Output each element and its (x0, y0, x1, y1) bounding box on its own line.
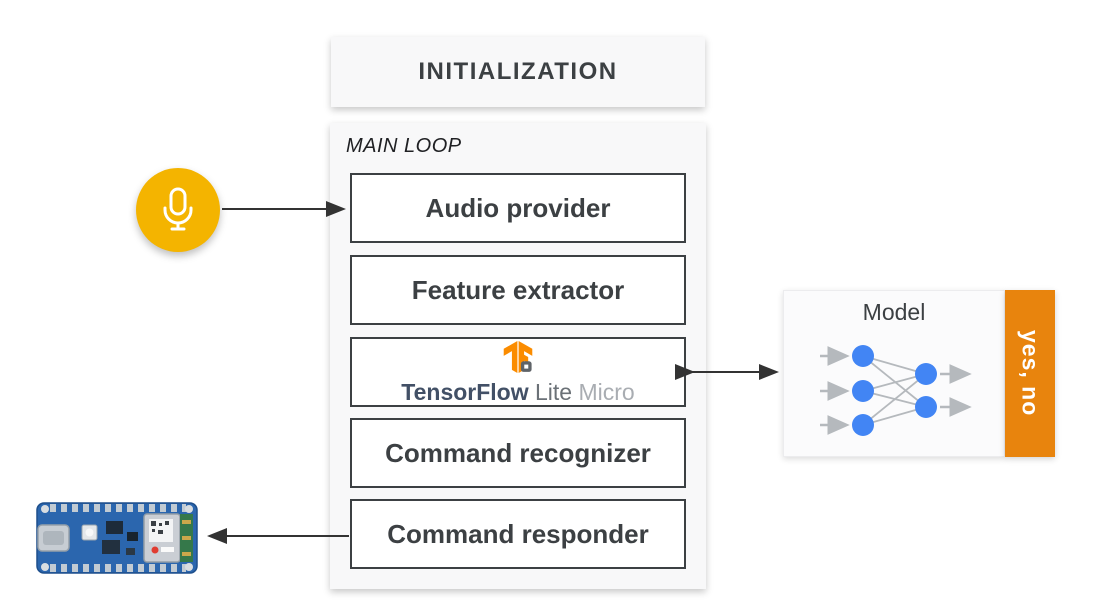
chip-icon (520, 360, 532, 372)
flow-box-tensorflow-lite-micro: TensorFlow Lite Micro (350, 337, 686, 407)
flow-box-audio-provider: Audio provider (350, 173, 686, 243)
command-recognizer-label: Command recognizer (385, 437, 651, 468)
command-responder-label: Command responder (387, 518, 649, 549)
arduino-nano-33-ble-board-image (36, 502, 198, 574)
microphone-icon (163, 187, 193, 231)
flow-box-command-recognizer: Command recognizer (350, 418, 686, 488)
initialization-box: INITIALIZATION (331, 37, 705, 107)
main-loop-label: MAIN LOOP (346, 135, 462, 157)
model-title: Model (862, 299, 926, 325)
neural-network-graphic (820, 345, 972, 436)
microphone-badge (136, 168, 220, 252)
network-nodes (852, 345, 937, 436)
flow-box-feature-extractor: Feature extractor (350, 255, 686, 325)
audio-provider-label: Audio provider (425, 192, 611, 223)
flow-box-command-responder: Command responder (350, 499, 686, 569)
model-output-bar: yes, no (1005, 290, 1055, 457)
model-box: Model (783, 290, 1005, 457)
initialization-label: INITIALIZATION (418, 58, 618, 85)
tensorflow-logo-icon (501, 340, 535, 378)
tensorflow-lite-micro-wordmark: TensorFlow Lite Micro (401, 378, 635, 405)
feature-extractor-label: Feature extractor (411, 274, 625, 305)
model-output-label: yes, no (1017, 330, 1044, 417)
main-loop-panel: MAIN LOOP Audio provider Feature extract… (330, 123, 706, 589)
